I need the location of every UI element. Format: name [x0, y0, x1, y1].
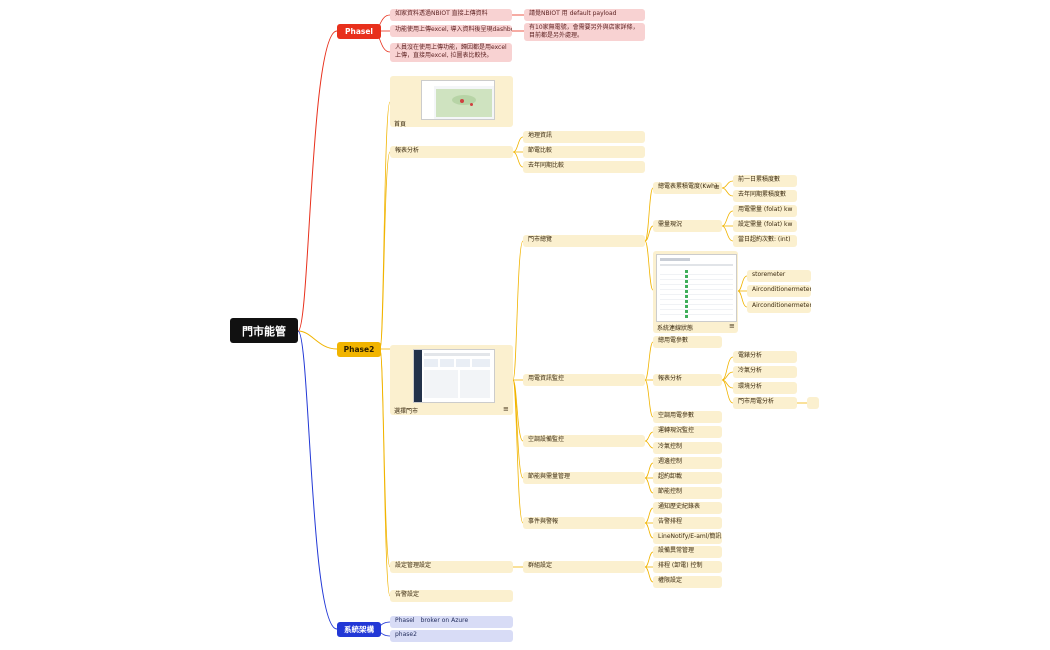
power-analysis-node[interactable]: 報表分析 — [653, 374, 722, 386]
energy-management-node[interactable]: 節能與需量管理 — [523, 472, 645, 484]
group-child[interactable]: 權限設定 — [653, 576, 722, 588]
demand-child[interactable]: 用電需量 (folat) kw — [733, 205, 797, 217]
group-child[interactable]: 設備異常管理 — [653, 546, 722, 558]
analysis-child[interactable]: 環境分析 — [733, 382, 797, 394]
root-node[interactable]: 門市能管 — [230, 318, 298, 343]
power-total-node[interactable]: 總用電參數 — [653, 336, 722, 348]
energy-child[interactable]: 週邊控制 — [653, 457, 722, 469]
connection-status-card[interactable]: 系統連線狀態 ≡ — [653, 251, 738, 333]
power-monitor-node[interactable]: 用電資訊監控 — [523, 374, 645, 386]
arch-child[interactable]: Phasel broker on Azure — [390, 616, 513, 628]
total-child[interactable]: 前一日累積度數 — [733, 175, 797, 187]
analysis-child[interactable]: 門市用電分析 — [733, 397, 797, 409]
event-alarm-node[interactable]: 事件與警報 — [523, 517, 645, 529]
report-child[interactable]: 節電比較 — [523, 146, 645, 158]
event-child[interactable]: 告警排程 — [653, 517, 722, 529]
settings-node[interactable]: 設定管理設定 — [390, 561, 513, 573]
demand-child[interactable]: 當日超約次數: (int) — [733, 235, 797, 247]
phase1-item[interactable]: 如家資料透過NBIOT 直接上傳資料 — [390, 9, 512, 21]
energy-child[interactable]: 節能控制 — [653, 487, 722, 499]
phase1-note[interactable]: 有10家無電號，會需要另外與店家詳條，目前都是另外處理。 — [524, 23, 645, 41]
menu-lines-icon: ≡ — [714, 183, 720, 191]
report-child[interactable]: 去年同期比較 — [523, 161, 645, 173]
store-dashboard-thumbnail — [413, 349, 495, 403]
alarm-settings-node[interactable]: 告警設定 — [390, 590, 513, 602]
demand-child[interactable]: 設定需量 (folat) kw — [733, 220, 797, 232]
phase2-node[interactable]: Phase2 — [337, 342, 381, 357]
analysis-child[interactable]: 電錶分析 — [733, 351, 797, 363]
arch-child[interactable]: phase2 — [390, 630, 513, 642]
ac-child[interactable]: 運轉現況監控 — [653, 426, 722, 438]
event-child[interactable]: 通知歷史紀錄表 — [653, 502, 722, 514]
group-child[interactable]: 排程 (卸電) 控制 — [653, 561, 722, 573]
report-child[interactable]: 地理資訊 — [523, 131, 645, 143]
meter-node[interactable]: storemeter — [747, 270, 811, 282]
home-map-thumbnail — [421, 80, 495, 120]
meter-node[interactable]: Airconditionermeter-2 — [747, 301, 811, 313]
empty-node[interactable] — [807, 397, 819, 409]
meter-node[interactable]: Airconditionermeter-1 — [747, 285, 811, 297]
demand-status-node[interactable]: 需量現況 — [653, 220, 722, 232]
report-node[interactable]: 報表分析 — [390, 146, 513, 158]
total-kwh-node[interactable]: 總電表累積電度(Kwh) — [653, 182, 722, 194]
store-card[interactable]: 選擇門市 ≡ — [390, 345, 513, 415]
home-card[interactable]: 首頁 — [390, 76, 513, 128]
ac-monitor-node[interactable]: 空調設備監控 — [523, 435, 645, 447]
store-label: 選擇門市 — [394, 408, 419, 415]
analysis-child[interactable]: 冷氣分析 — [733, 366, 797, 378]
menu-lines-icon: ≡ — [503, 405, 509, 413]
menu-lines-icon: ≡ — [729, 322, 735, 330]
architecture-node[interactable]: 系統架構 — [337, 622, 381, 637]
phase1-note[interactable]: 請覺NBIOT 用 default payload — [524, 9, 645, 21]
phase1-item[interactable]: 功能使用上傳excel, 導入資料後呈現dashboard — [390, 25, 512, 37]
phase1-node[interactable]: Phasel — [337, 24, 381, 39]
connection-status-label: 系統連線狀態 — [657, 325, 694, 332]
phase1-item[interactable]: 人員沒在使用上傳功能，歸因都是用excel 上傳，直接用excel, 拉圖表比較… — [390, 43, 512, 62]
event-child[interactable]: LineNotify/E-aml/簡訊 — [653, 532, 722, 544]
power-ac-node[interactable]: 空調用電參數 — [653, 411, 722, 423]
energy-child[interactable]: 超約卸載 — [653, 472, 722, 484]
store-overview-node[interactable]: 門市總覽 — [523, 235, 645, 247]
home-label: 首頁 — [394, 121, 407, 128]
group-settings-node[interactable]: 群組設定 — [523, 561, 645, 573]
connection-status-table-thumbnail — [656, 254, 737, 322]
ac-child[interactable]: 冷氣控制 — [653, 442, 722, 454]
total-child[interactable]: 去年同期累積度數 — [733, 190, 797, 202]
